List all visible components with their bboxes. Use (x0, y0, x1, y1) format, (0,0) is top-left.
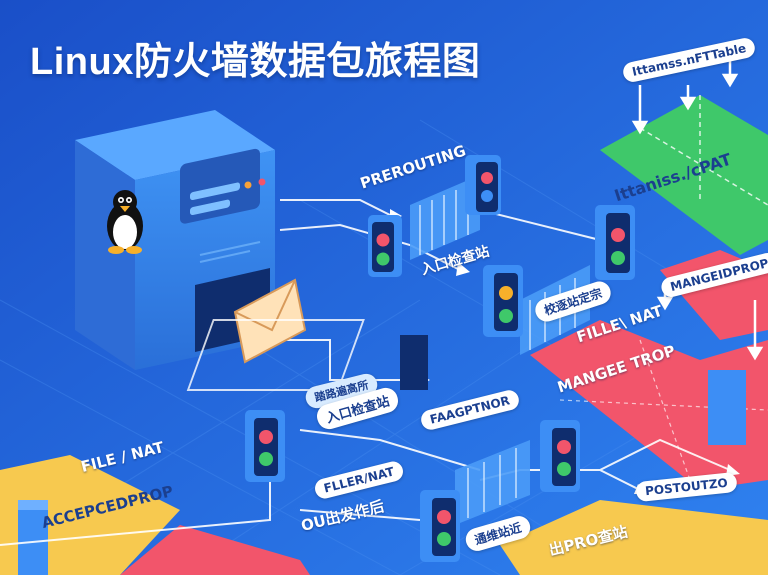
traffic-light-icon (245, 410, 285, 482)
traffic-light-icon (595, 205, 635, 280)
red-zone-filter (530, 320, 768, 490)
flow-paths (0, 199, 731, 546)
page-title: Linux防火墙数据包旅程图 (30, 41, 481, 83)
traffic-light-icon (483, 265, 523, 337)
traffic-light-icon (465, 155, 501, 215)
tux-penguin-icon (107, 190, 143, 254)
post (400, 335, 428, 390)
gate-barrier-icon (410, 175, 480, 260)
red-zone-grid (559, 339, 768, 481)
green-zone-platform (600, 95, 768, 255)
gate-barrier-icon (455, 440, 530, 525)
bollard (18, 505, 48, 575)
traffic-light-icon (540, 420, 580, 492)
yellow-zone-postout (500, 500, 768, 575)
traffic-light-icon (420, 490, 460, 562)
traffic-light-icon (368, 215, 402, 277)
red-zone-bottom (120, 525, 310, 575)
post (708, 370, 746, 445)
green-zone-grid (639, 95, 768, 206)
